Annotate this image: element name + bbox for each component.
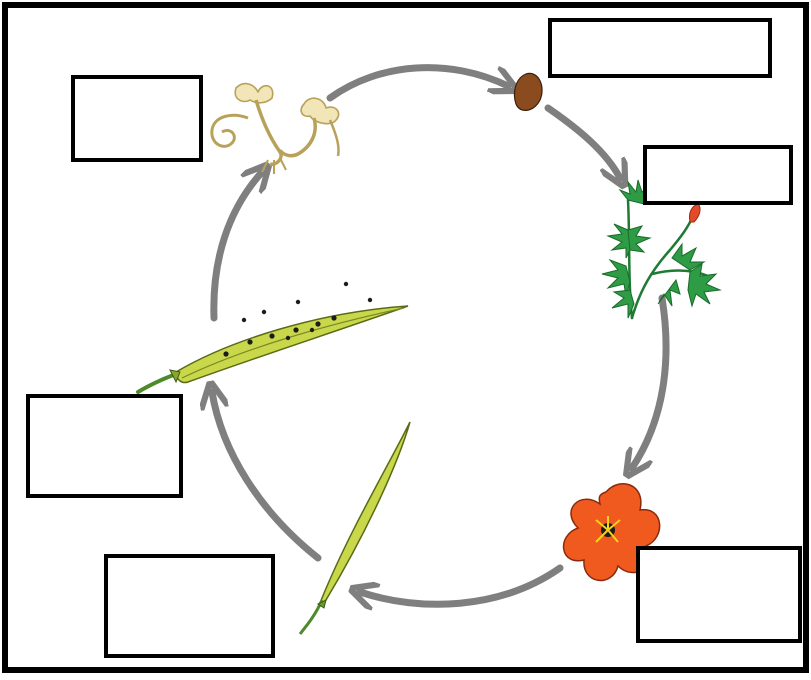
- label-box-green-pod[interactable]: [104, 554, 275, 658]
- seed-icon: [514, 73, 542, 110]
- arrow-flower-to-pod: [360, 568, 560, 604]
- label-box-flower[interactable]: [636, 546, 802, 643]
- arrow-sprout-to-seed: [330, 68, 508, 98]
- open-seed-pod-icon: [138, 282, 408, 392]
- label-box-seedling[interactable]: [71, 75, 203, 162]
- label-box-seed[interactable]: [548, 18, 772, 78]
- label-box-young-plant[interactable]: [643, 145, 793, 205]
- arrow-open-pod-to-sprout: [214, 172, 262, 318]
- arrow-plant-to-flower: [632, 298, 666, 468]
- arrow-pod-to-open-pod: [212, 392, 318, 558]
- label-box-open-pod[interactable]: [26, 394, 183, 498]
- germinating-seedling-icon: [212, 84, 339, 174]
- arrow-seed-to-plant: [548, 108, 620, 178]
